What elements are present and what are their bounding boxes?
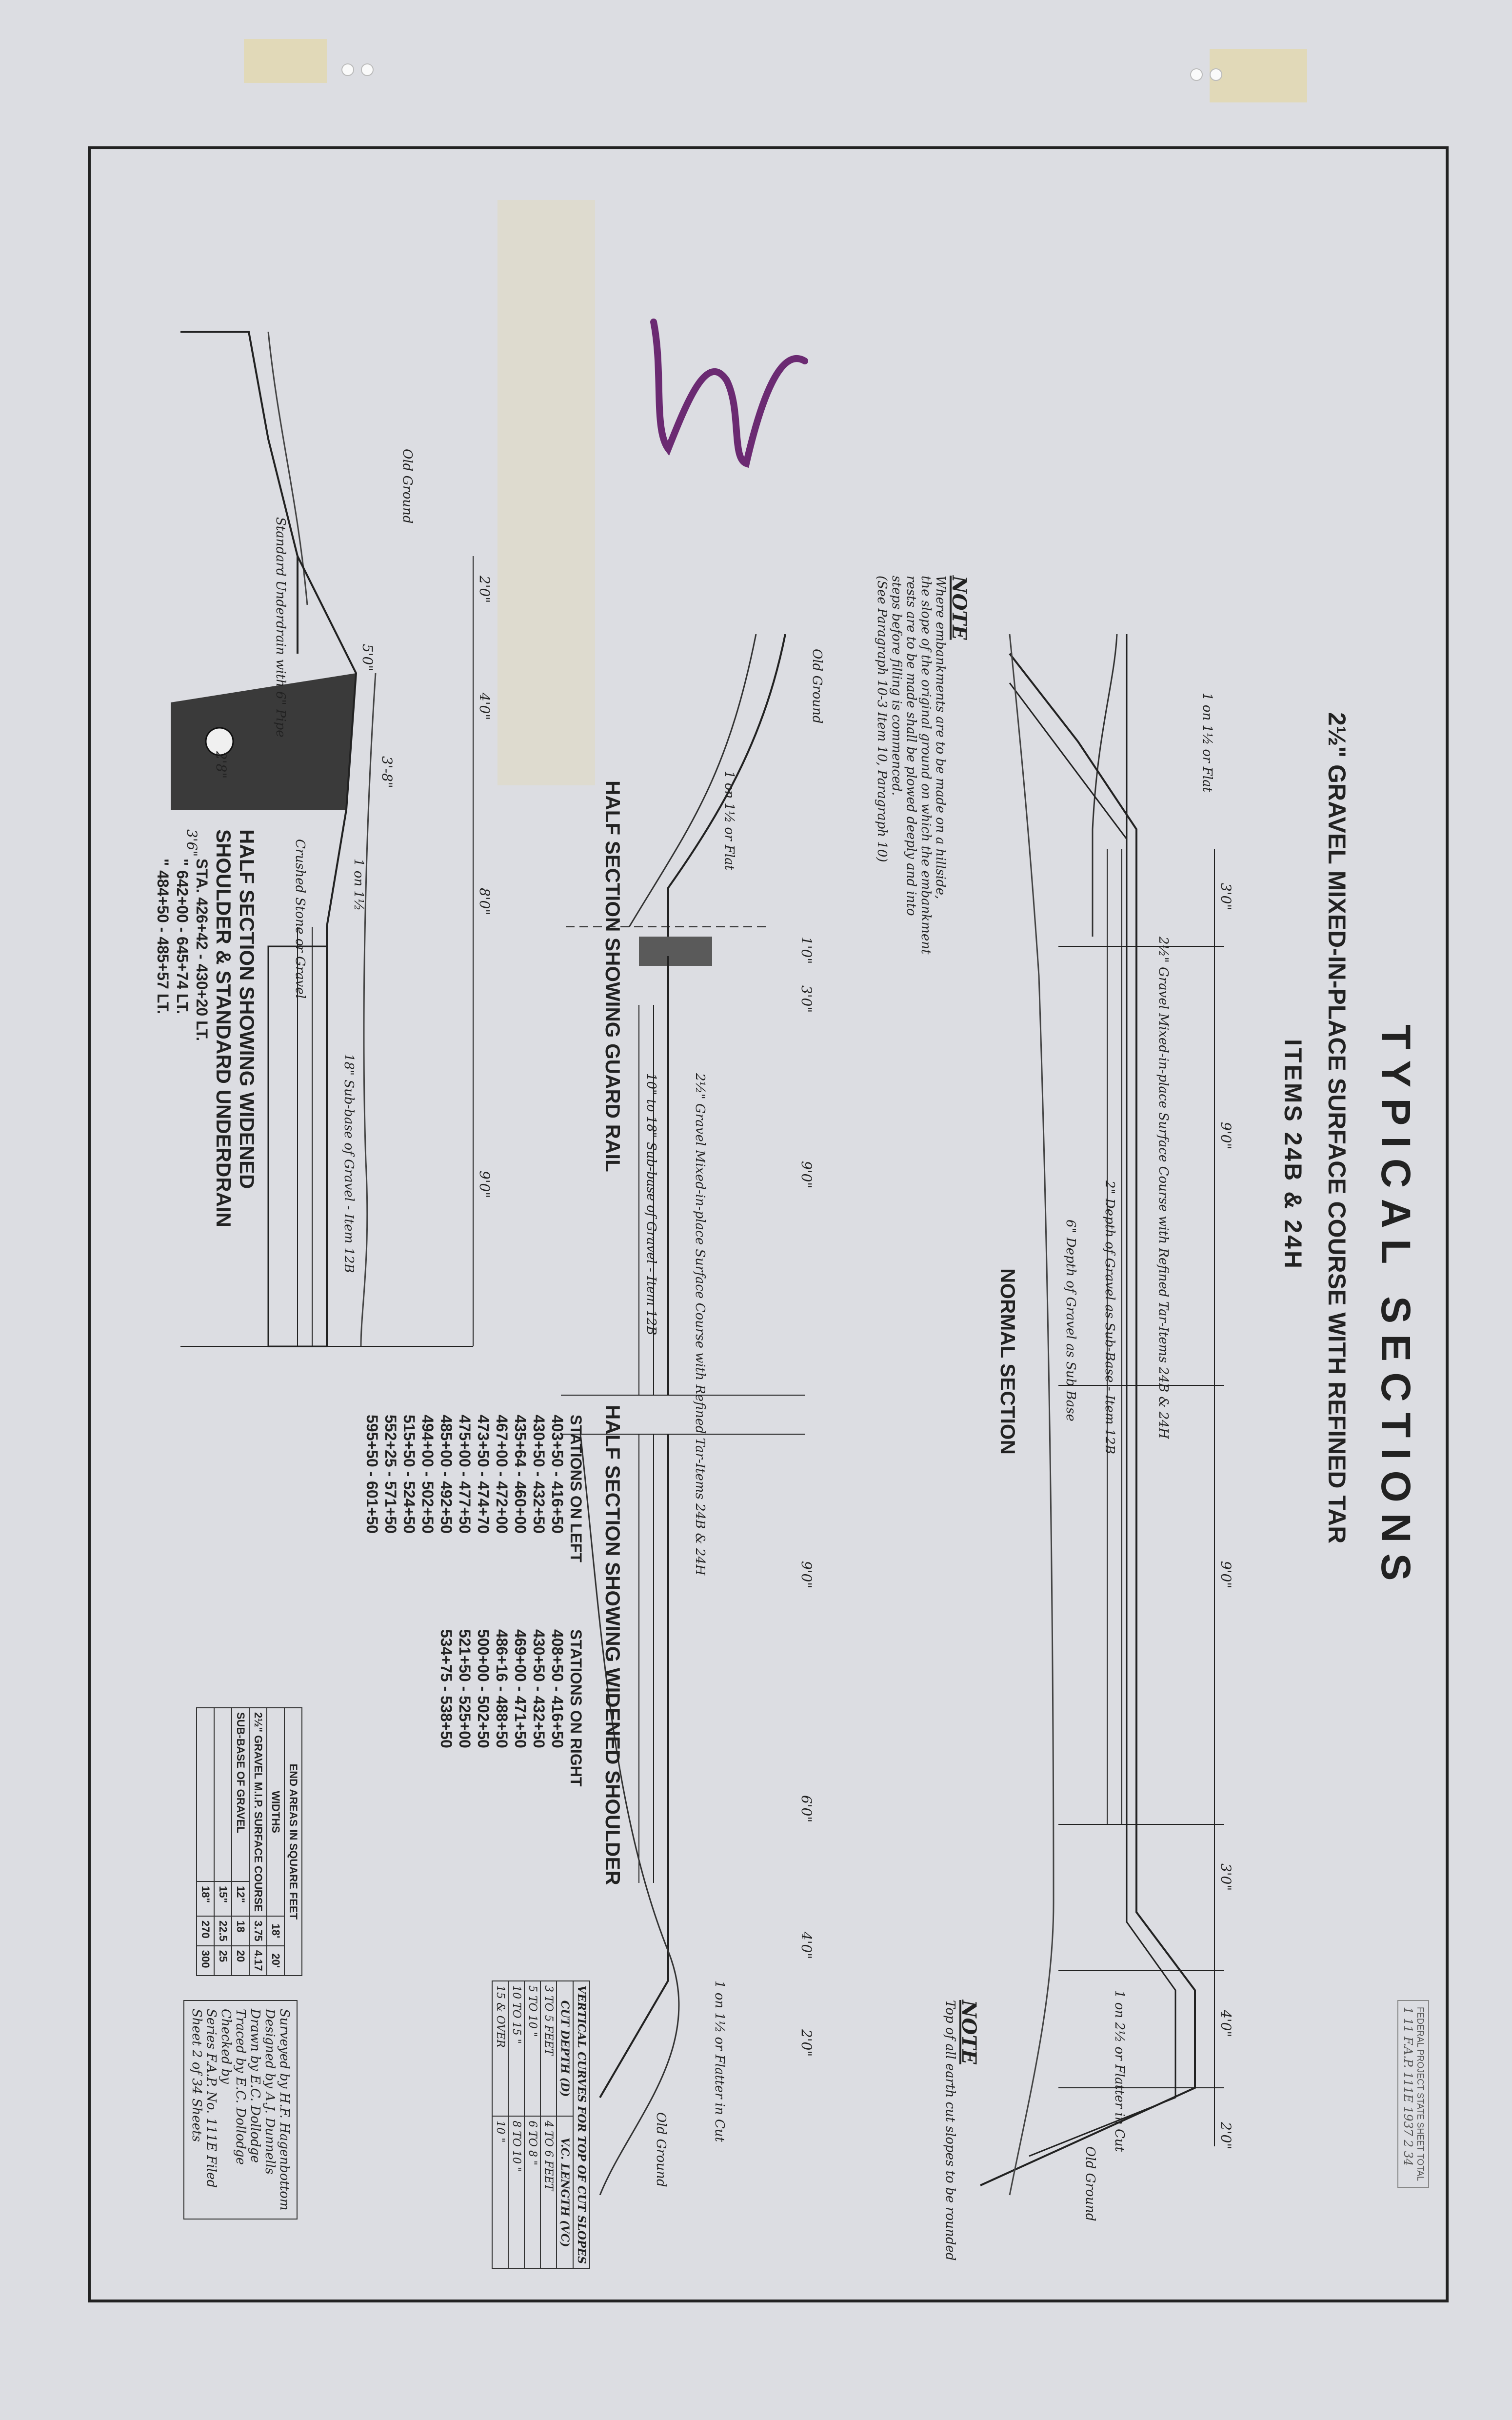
underdrain-dim: 9'0" <box>477 1171 493 1199</box>
note-bottom: NOTE Top of all earth cut slopes to be r… <box>943 2000 980 2261</box>
pin-hole <box>341 63 354 76</box>
normal-dim: 9'0" <box>1218 1122 1234 1150</box>
underdrain-dim: 5'0" <box>359 644 376 672</box>
note-top: NOTE Where embankments are to be made on… <box>875 576 971 955</box>
normal-dim: 3'0" <box>1218 1863 1234 1891</box>
stations-right: STATIONS ON RIGHT 408+50 - 416+50 430+50… <box>438 1629 585 1787</box>
normal-dim: 2'0" <box>1218 2122 1234 2150</box>
shoulder-label: 1 on 1½ or Flatter in Cut <box>712 1980 727 2142</box>
normal-label: 2" Depth of Gravel as Sub-Base - Item 12… <box>1102 1180 1117 1454</box>
vertical-curves-table: VERTICAL CURVES FOR TOP OF CUT SLOPES CU… <box>492 1980 590 2269</box>
underdrain-label: Crushed Stone or Gravel <box>293 839 307 999</box>
underdrain-dim: 8'0" <box>477 888 493 916</box>
underdrain-label: 18" Sub-base of Gravel - Item 12B <box>341 1054 356 1273</box>
underdrain-drawing <box>171 331 474 1347</box>
title-block: Surveyed by H.F. Hagenbottom Designed by… <box>183 2000 298 2220</box>
normal-label: 1 on 1½ or Flat <box>1200 693 1214 793</box>
underdrain-dim: 3'-8" <box>379 756 395 788</box>
underdrain-label: Old Ground <box>400 449 415 524</box>
normal-dim: 3'0" <box>1218 883 1234 911</box>
scribble-mark <box>650 319 808 468</box>
normal-label: 2½" Gravel Mixed-in-place Surface Course… <box>1156 937 1171 1439</box>
normal-section-drawing <box>980 634 1224 2196</box>
tape-strip <box>497 200 595 785</box>
widened-shoulder-caption: HALF SECTION SHOWING WIDENED SHOULDER <box>601 1405 624 1885</box>
guard-label: 10" to 18" Sub-base of Gravel - Item 12B <box>644 1073 658 1336</box>
underdrain-dim: 4'0" <box>477 693 493 720</box>
shoulder-dim: 6'0" <box>798 1795 815 1823</box>
stations-left: STATIONS ON LEFT 403+50 - 416+50 430+50 … <box>363 1415 585 1562</box>
guard-label: 2½" Gravel Mixed-in-place Surface Course… <box>693 1073 707 1576</box>
rotated-content: TYPICAL SECTIONS 2½" GRAVEL MIXED-IN-PLA… <box>88 146 1449 2302</box>
underdrain-dim: 2'8" <box>213 751 229 779</box>
guard-dim: 9'0" <box>798 1161 815 1189</box>
underdrain-label: 1 on 1½ <box>351 859 366 911</box>
pin-hole <box>1210 68 1222 81</box>
tape-left <box>244 39 327 83</box>
normal-dim: 4'0" <box>1218 2010 1234 2038</box>
guard-dim: 3'0" <box>798 985 815 1013</box>
normal-dim: 9'0" <box>1218 1561 1234 1589</box>
guard-rail-caption: HALF SECTION SHOWING GUARD RAIL <box>601 780 624 1172</box>
drawing-border <box>88 146 1449 2302</box>
normal-label: 6" Depth of Gravel as Sub Base <box>1063 1220 1078 1421</box>
project-stamp: FEDERAL PROJECT STATE SHEET TOTAL 1 11 F… <box>1397 2000 1429 2188</box>
normal-label: 1 on 2½ or Flatter in Cut <box>1112 1990 1127 2152</box>
shoulder-dim: 9'0" <box>798 1561 815 1589</box>
normal-label: Old Ground <box>1083 2146 1097 2221</box>
page-title: TYPICAL SECTIONS <box>1373 1024 1419 1592</box>
tape-right <box>1210 49 1307 102</box>
normal-section-caption: NORMAL SECTION <box>996 1268 1019 1455</box>
guard-dim: 1'0" <box>798 937 815 964</box>
underdrain-dim: 2'0" <box>477 576 493 603</box>
shoulder-dim: 2'0" <box>798 2029 815 2057</box>
page-subtitle: 2½" GRAVEL MIXED-IN-PLACE SURFACE COURSE… <box>1323 712 1351 1544</box>
pin-hole <box>361 63 374 76</box>
underdrain-label: Standard Underdrain with 6" Pipe <box>273 517 288 738</box>
shoulder-label: Old Ground <box>654 2112 668 2187</box>
guard-label: Old Ground <box>810 649 824 724</box>
items-line: ITEMS 24B & 24H <box>1279 1039 1307 1271</box>
guard-rail-drawing <box>561 634 805 2195</box>
guard-label: 1 on 1½ or Flat <box>722 771 736 871</box>
pin-hole <box>1190 68 1203 81</box>
underdrain-caption: HALF SECTION SHOWING WIDENED SHOULDER & … <box>154 829 259 1227</box>
shoulder-dim: 4'0" <box>798 1932 815 1960</box>
